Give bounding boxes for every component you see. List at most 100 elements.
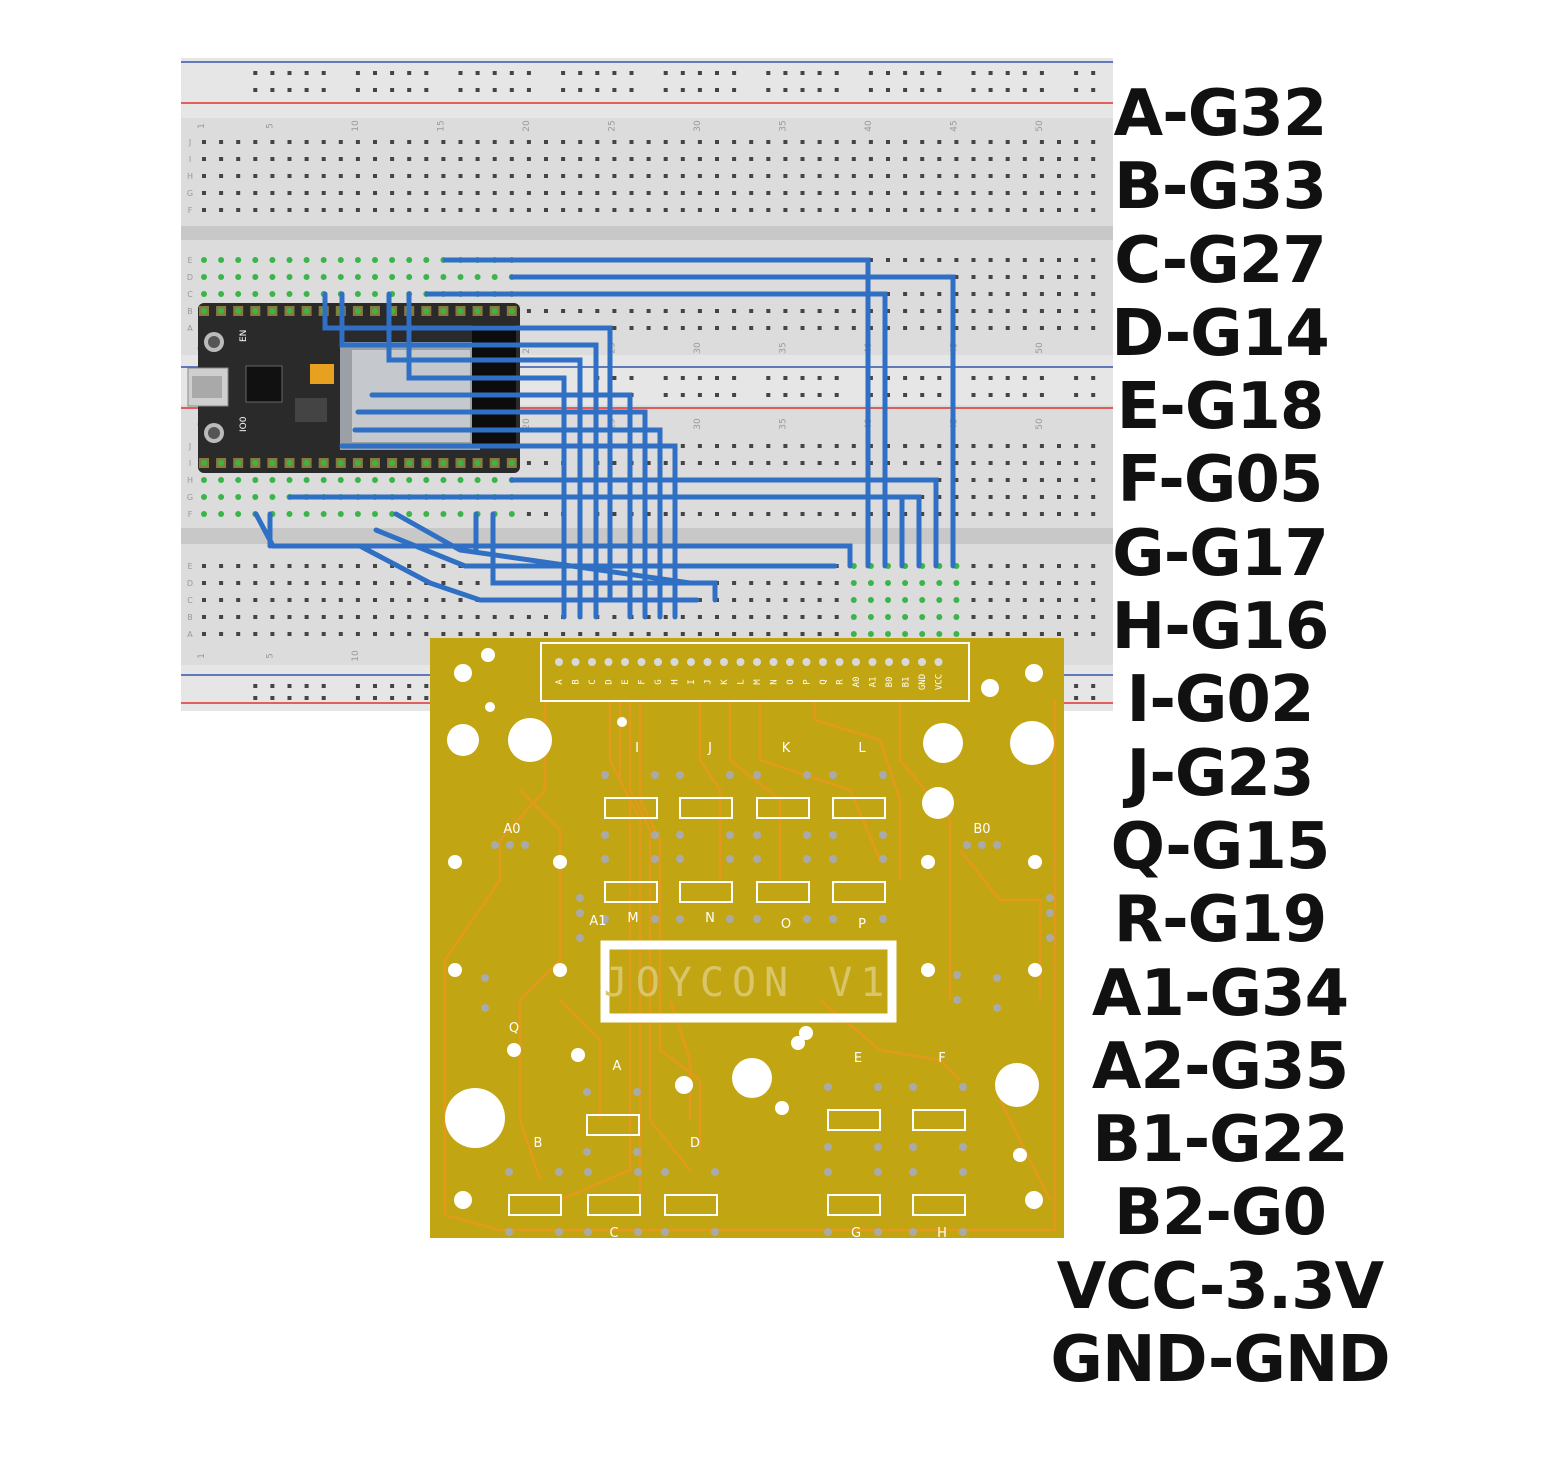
wire <box>442 257 871 569</box>
button-label: B <box>534 1136 543 1151</box>
pcb-hole <box>571 1048 585 1062</box>
hole <box>321 632 326 636</box>
hole <box>1074 495 1079 499</box>
button-footprint <box>604 797 658 819</box>
hole <box>595 208 600 212</box>
hole <box>236 598 241 602</box>
connected-hole <box>474 477 481 483</box>
hole <box>1005 512 1010 516</box>
hole <box>732 326 737 330</box>
hole <box>715 157 719 161</box>
hole <box>680 309 685 313</box>
pcb-hole <box>799 1026 813 1040</box>
hole <box>783 326 788 330</box>
hole <box>766 309 771 313</box>
hole <box>988 632 993 636</box>
connected-hole <box>440 477 447 483</box>
hole <box>390 140 395 144</box>
pcb-hole <box>481 648 495 662</box>
hole <box>749 444 754 448</box>
rail-hole <box>680 376 685 380</box>
button-pad <box>803 855 811 863</box>
hole <box>817 615 822 619</box>
hole <box>868 191 873 195</box>
hole <box>851 140 856 144</box>
hole <box>1074 598 1079 602</box>
hole <box>390 157 395 161</box>
hole <box>920 191 925 195</box>
hole <box>390 191 395 195</box>
connected-hole <box>303 274 310 280</box>
hole <box>886 326 890 330</box>
rail-hole <box>1091 696 1096 700</box>
hole <box>561 632 566 636</box>
hole <box>321 208 326 212</box>
header-label: P <box>803 679 813 685</box>
hole <box>629 140 634 144</box>
hole <box>1091 564 1096 568</box>
hole <box>715 208 719 212</box>
hole <box>937 174 942 178</box>
hole <box>475 208 480 212</box>
hole <box>236 208 241 212</box>
rail-hole <box>270 88 275 92</box>
hole <box>732 581 737 585</box>
rail-hole <box>868 393 873 397</box>
rail-hole <box>492 71 497 75</box>
hole <box>270 157 275 161</box>
rail-hole <box>971 88 976 92</box>
hole <box>1005 581 1010 585</box>
rail-hole <box>509 88 514 92</box>
joystick-label: A1 <box>589 914 606 929</box>
row-letter: I <box>189 155 191 164</box>
hole <box>783 615 788 619</box>
rail-hole <box>407 696 412 700</box>
hole <box>715 461 719 465</box>
pin-map-row: A1-G34 <box>1091 956 1349 1031</box>
rail-hole <box>715 71 719 75</box>
hole <box>219 564 224 568</box>
hole <box>236 615 241 619</box>
hole <box>1091 632 1096 636</box>
trace <box>443 700 1057 1232</box>
rail-hole <box>595 88 600 92</box>
hole <box>646 512 651 516</box>
pcb-hole <box>454 664 472 682</box>
hole <box>1005 632 1010 636</box>
hole <box>646 140 651 144</box>
rail-hole <box>373 88 377 92</box>
rail-hole <box>321 71 326 75</box>
hole <box>202 615 206 619</box>
hole <box>783 461 788 465</box>
hole <box>612 615 617 619</box>
hole <box>1057 309 1061 313</box>
button-pad <box>651 915 659 923</box>
hole <box>458 191 463 195</box>
connected-hole <box>474 274 481 280</box>
joystick-pad <box>993 974 1001 982</box>
hole <box>954 478 959 482</box>
button-footprint <box>604 881 658 903</box>
hole <box>1005 598 1010 602</box>
esp32-pin-hole <box>320 460 327 466</box>
hole <box>287 157 292 161</box>
hole <box>920 208 925 212</box>
hole <box>715 444 719 448</box>
rail-hole <box>304 684 309 688</box>
hole <box>817 309 822 313</box>
header-pin <box>621 658 629 666</box>
rail-hole <box>680 71 685 75</box>
hole <box>373 157 377 161</box>
esp32-pin-hole <box>406 460 413 466</box>
hole <box>697 444 702 448</box>
pcb-hole <box>508 718 552 762</box>
rail-hole <box>886 88 890 92</box>
hole <box>903 157 908 161</box>
button-pad <box>584 1168 592 1176</box>
rail-hole <box>886 393 890 397</box>
hole <box>1039 258 1044 262</box>
hole <box>988 444 993 448</box>
rail-hole <box>424 696 429 700</box>
header-pin <box>703 658 712 666</box>
hole <box>458 581 463 585</box>
